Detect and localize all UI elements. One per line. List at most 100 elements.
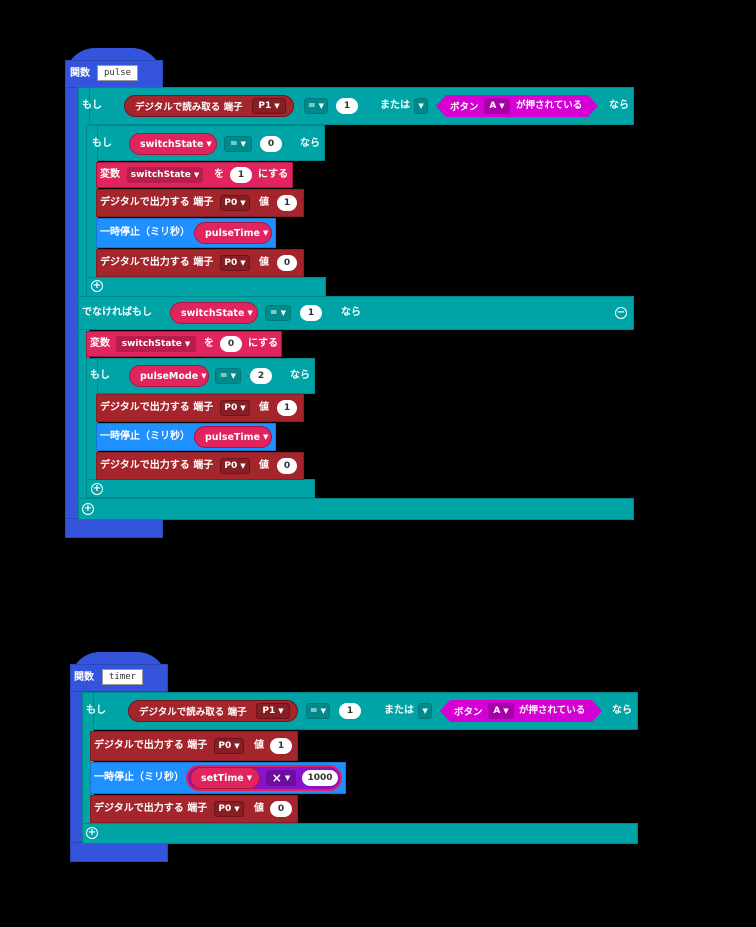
to-keyword: を: [204, 338, 214, 349]
pin-dropdown[interactable]: P0▼: [220, 400, 250, 416]
number-input[interactable]: 0: [270, 801, 292, 817]
pressed-label: が押されている: [519, 705, 586, 716]
variable-pulseTime[interactable]: pulseTime▼: [194, 222, 272, 244]
pin-dropdown[interactable]: P1▼: [252, 98, 286, 114]
number-input[interactable]: 0: [220, 336, 242, 352]
digital-write-label: デジタルで出力する 端子: [94, 803, 208, 814]
chevron-down-icon: ▼: [499, 102, 505, 110]
number-input[interactable]: 2: [250, 368, 272, 384]
else-if-keyword: でなければもし: [82, 307, 152, 318]
digital-write-block[interactable]: [90, 795, 298, 823]
digital-write-block[interactable]: [96, 189, 304, 217]
number-input[interactable]: 1: [277, 400, 297, 416]
function-name-field[interactable]: timer: [102, 669, 144, 685]
pin-dropdown[interactable]: P1▼: [256, 703, 290, 719]
chevron-down-icon: ▼: [280, 309, 286, 317]
digital-write-label: デジタルで出力する 端子: [100, 402, 214, 413]
digital-write-block[interactable]: [96, 452, 304, 480]
digital-write-block[interactable]: [96, 249, 304, 277]
number-input[interactable]: 1: [339, 703, 361, 719]
value-keyword: 値: [254, 740, 264, 751]
add-else-icon[interactable]: +: [91, 483, 103, 495]
button-pressed-block[interactable]: ボタン: [436, 95, 598, 117]
value-keyword: 値: [259, 460, 269, 471]
digital-write-block[interactable]: [96, 394, 304, 422]
set-keyword: にする: [258, 169, 289, 180]
variable-pulseTime[interactable]: pulseTime▼: [194, 426, 272, 448]
chevron-down-icon: ▼: [246, 774, 253, 782]
set-keyword: にする: [248, 338, 279, 349]
digital-write-label: デジタルで出力する 端子: [100, 197, 214, 208]
chevron-down-icon: ▼: [240, 199, 246, 207]
number-input[interactable]: 1: [336, 98, 358, 114]
number-input[interactable]: 1000: [302, 770, 338, 786]
value-keyword: 値: [259, 402, 269, 413]
variable-switchState[interactable]: switchState▼: [170, 302, 258, 324]
then-keyword: なら: [300, 138, 320, 149]
pin-dropdown[interactable]: P0▼: [220, 255, 250, 271]
compare-op-dropdown[interactable]: =▼: [224, 136, 252, 152]
if-block-outer-footer: [82, 823, 638, 844]
variable-pulseMode[interactable]: pulseMode▼: [129, 365, 209, 387]
if-keyword: もし: [92, 138, 112, 149]
chevron-down-icon: ▼: [422, 707, 428, 715]
chevron-down-icon: ▼: [320, 707, 326, 715]
function-keyword: 関数: [74, 672, 94, 683]
compare-op-dropdown[interactable]: =▼: [265, 305, 291, 321]
digital-read-block[interactable]: デジタルで読み取る 端子: [128, 700, 298, 722]
remove-else-icon[interactable]: −: [615, 307, 627, 319]
then-keyword: なら: [341, 307, 361, 318]
if-block-inner-footer: [86, 479, 315, 498]
number-input[interactable]: 1: [230, 167, 252, 183]
number-input[interactable]: 0: [260, 136, 282, 152]
digital-write-block[interactable]: [90, 731, 298, 761]
pin-dropdown[interactable]: P0▼: [214, 801, 244, 817]
number-input[interactable]: 0: [277, 458, 297, 474]
if-block-inner-footer: [86, 277, 326, 297]
number-input[interactable]: 1: [300, 305, 322, 321]
compare-op-dropdown[interactable]: =▼: [306, 703, 330, 719]
pin-dropdown[interactable]: P0▼: [214, 738, 244, 754]
variable-dropdown[interactable]: switchState▼: [116, 336, 196, 352]
button-dropdown[interactable]: A▼: [484, 98, 510, 114]
button-dropdown[interactable]: A▼: [488, 703, 514, 719]
chevron-down-icon: ▼: [318, 102, 324, 110]
pin-dropdown[interactable]: P0▼: [220, 195, 250, 211]
or-dropdown[interactable]: ▼: [414, 98, 428, 114]
number-input[interactable]: 0: [277, 255, 297, 271]
compare-op-dropdown[interactable]: =▼: [215, 368, 241, 384]
chevron-down-icon: ▼: [206, 140, 212, 148]
function-footer: [70, 842, 168, 862]
value-keyword: 値: [259, 257, 269, 268]
function-footer: [65, 518, 163, 538]
digital-write-label: デジタルで出力する 端子: [100, 460, 214, 471]
variable-switchState[interactable]: switchState▼: [129, 133, 217, 155]
chevron-down-icon: ▼: [184, 340, 191, 348]
button-pressed-block[interactable]: ボタン: [440, 700, 602, 722]
pause-label: 一時停止（ミリ秒）: [94, 772, 184, 783]
compare-op-dropdown[interactable]: =▼: [304, 98, 328, 114]
chevron-down-icon: ▼: [263, 229, 269, 237]
variable-dropdown[interactable]: switchState▼: [127, 167, 203, 183]
variable-keyword: 変数: [100, 169, 120, 180]
number-input[interactable]: 1: [277, 195, 297, 211]
add-else-icon[interactable]: +: [86, 827, 98, 839]
or-keyword: または: [384, 705, 414, 716]
if-keyword: もし: [90, 370, 110, 381]
then-keyword: なら: [290, 370, 310, 381]
function-name-field[interactable]: pulse: [97, 65, 139, 81]
number-input[interactable]: 1: [270, 738, 292, 754]
pin-dropdown[interactable]: P0▼: [220, 458, 250, 474]
value-keyword: 値: [254, 803, 264, 814]
add-else-icon[interactable]: +: [82, 503, 94, 515]
chevron-down-icon: ▼: [263, 433, 269, 441]
if-keyword: もし: [82, 100, 102, 111]
math-op-dropdown[interactable]: ×▼: [266, 770, 296, 786]
or-dropdown[interactable]: ▼: [418, 703, 432, 719]
if-block-outer-footer: [78, 498, 634, 520]
add-else-icon[interactable]: +: [91, 280, 103, 292]
then-keyword: なら: [609, 100, 629, 111]
digital-read-block[interactable]: デジタルで読み取る 端子: [124, 95, 294, 117]
variable-keyword: 変数: [90, 338, 110, 349]
variable-setTime[interactable]: setTime▼: [190, 767, 260, 789]
